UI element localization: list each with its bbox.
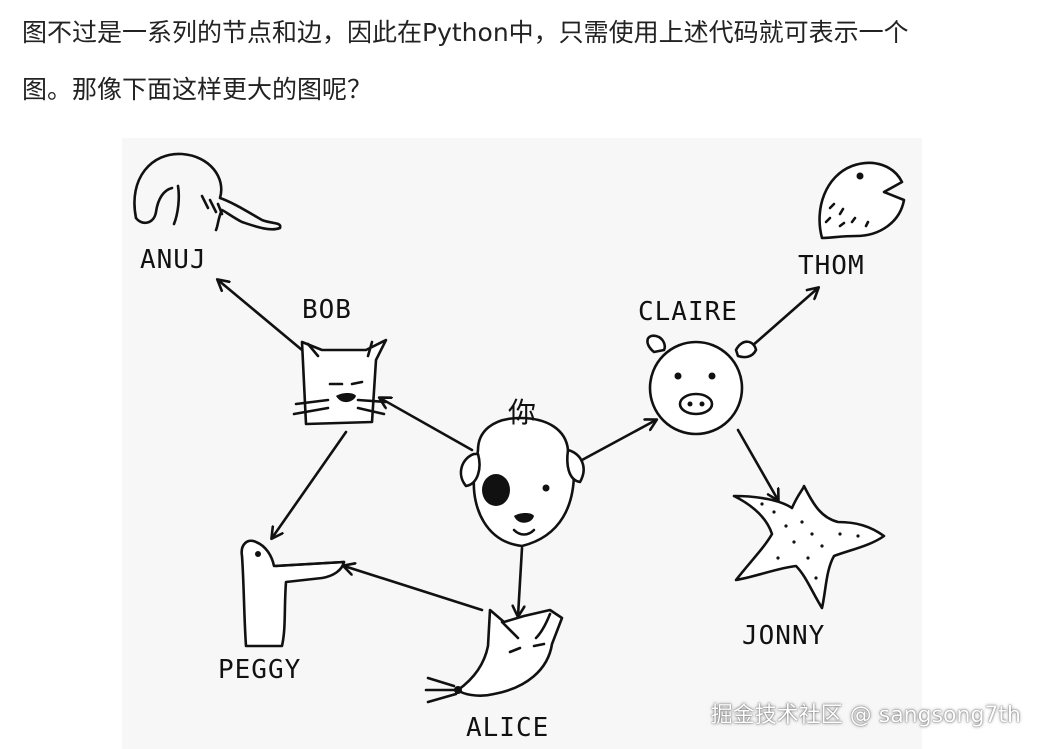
edge-you-alice [518,546,522,616]
node-label-anuj: ANUJ [140,245,207,275]
graph-figure: ANUJ BOB 你 [122,138,922,749]
node-label-peggy: PEGGY [218,655,301,685]
node-label-you: 你 [508,396,536,429]
paragraph-line-2: 图。那像下面这样更大的图呢？ [22,75,373,104]
node-label-jonny: JONNY [742,621,825,651]
bird-icon [240,539,346,648]
node-label-claire: CLAIRE [638,297,738,327]
elephant-icon [133,152,282,232]
edge-you-bob [380,398,474,452]
edge-you-claire [580,420,656,462]
paragraph-line-1: 图不过是一系列的节点和边，因此在Python中，只需使用上述代码就可表示一个 [22,18,909,47]
cat-icon [292,338,388,426]
edge-claire-thom [750,288,818,348]
graph-diagram: ANUJ BOB 你 [133,152,906,743]
rat-icon [424,608,564,704]
node-label-thom: THOM [798,251,865,281]
fish-icon [818,161,906,240]
intro-paragraph: 图不过是一系列的节点和边，因此在Python中，只需使用上述代码就可表示一个 图… [22,4,1032,118]
watermark: 掘金技术社区 @ sangsong7th [710,703,1021,728]
edge-claire-jonny [736,428,778,500]
pig-icon [646,334,758,436]
edge-bob-anuj [218,280,304,352]
edge-bob-peggy [272,430,348,538]
edge-alice-peggy [344,566,484,612]
dog-icon [459,416,585,548]
starfish-icon [732,484,886,610]
node-label-bob: BOB [302,295,352,325]
node-label-alice: ALICE [466,713,549,743]
